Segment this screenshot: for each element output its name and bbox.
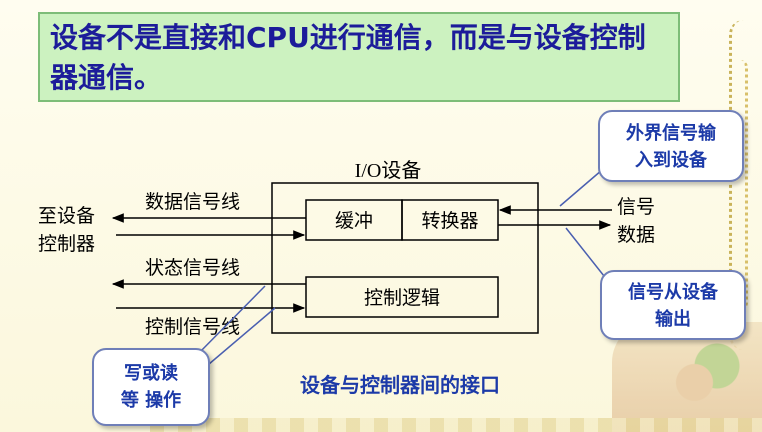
decorative-bottom-border <box>150 418 762 432</box>
right-label-line1: 信号 <box>617 196 655 218</box>
callout-external-input-line2: 入到设备 <box>635 150 707 171</box>
callout-pointer-right <box>565 227 605 277</box>
callout-external-input: 外界信号输 入到设备 <box>598 110 744 182</box>
io-device-label: I/O设备 <box>355 159 422 182</box>
callout-read-write: 写或读 等 操作 <box>92 348 210 426</box>
status-line-label: 状态信号线 <box>145 257 240 279</box>
callout-external-input-line1: 外界信号输 <box>626 123 716 144</box>
callout-read-write-line2: 等 操作 <box>120 390 182 411</box>
callout-pointer-left-2 <box>201 307 276 371</box>
callout-read-write-line1: 写或读 <box>124 363 178 384</box>
control-line-label: 控制信号线 <box>145 316 240 338</box>
left-endpoint-label-line1: 至设备 <box>38 205 95 227</box>
title-line-1: 设备不是直接和CPU进行通信，而是与设备控制 <box>50 21 646 54</box>
converter-label: 转换器 <box>421 210 478 232</box>
control-logic-label: 控制逻辑 <box>364 287 440 309</box>
right-label-line2: 数据 <box>617 224 655 246</box>
io-device-box <box>271 182 539 334</box>
callout-device-output-line1: 信号从设备 <box>628 282 718 303</box>
decorative-vine-inner <box>733 60 748 310</box>
callout-pointer-top <box>559 169 603 207</box>
diagram-caption: 设备与控制器间的接口 <box>300 373 500 397</box>
converter-box <box>401 199 499 241</box>
left-endpoint-label-line2: 控制器 <box>38 233 95 255</box>
decorative-vine <box>729 20 758 350</box>
control-logic-box <box>305 276 499 318</box>
title-box: 设备不是直接和CPU进行通信，而是与设备控制 器通信。 <box>38 12 680 102</box>
data-line-label: 数据信号线 <box>145 191 240 213</box>
callout-device-output: 信号从设备 输出 <box>600 270 746 340</box>
callout-device-output-line2: 输出 <box>655 309 691 330</box>
buffer-label: 缓冲 <box>335 210 373 232</box>
title-line-2: 器通信。 <box>50 61 163 94</box>
decorative-corner-illustration <box>612 322 762 432</box>
callout-pointer-left-1 <box>195 285 266 357</box>
